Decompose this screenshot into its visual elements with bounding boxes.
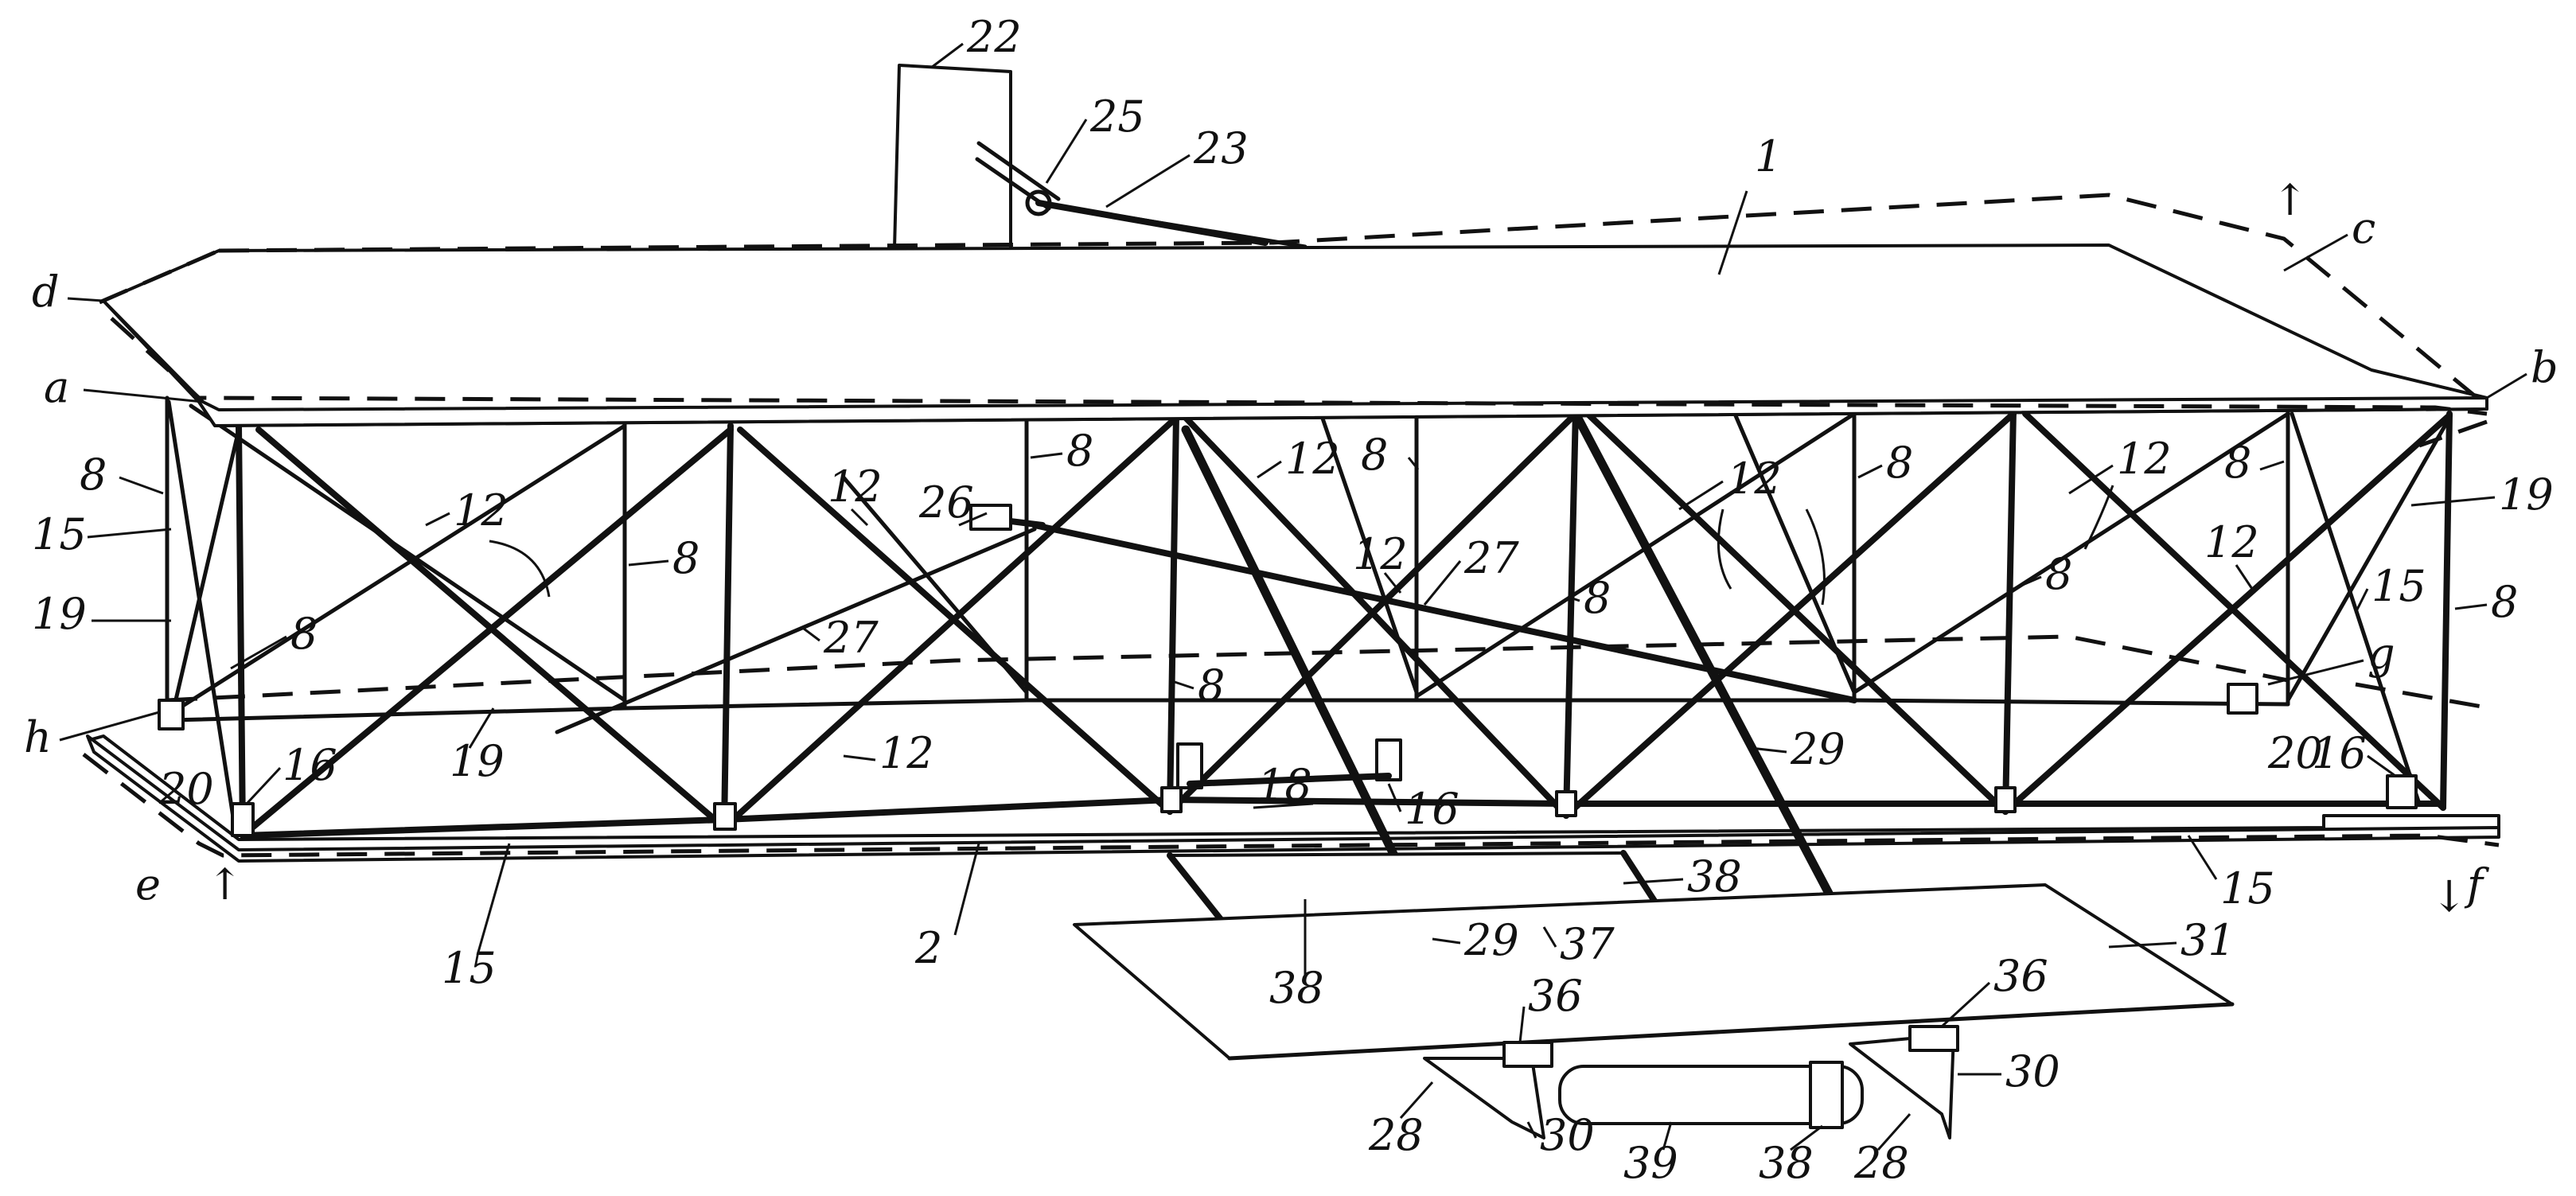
label-12-a: 12 xyxy=(454,485,509,536)
arrow-up-c: ↑ xyxy=(2272,175,2308,225)
label-19-b: 19 xyxy=(450,736,505,786)
label-30-right: 30 xyxy=(2005,1046,2060,1097)
label-38-a: 38 xyxy=(1687,851,1742,902)
label-19-left: 19 xyxy=(32,589,87,639)
label-28-left: 28 xyxy=(1368,1110,1424,1160)
label-36-b: 36 xyxy=(1993,951,2048,1001)
label-2: 2 xyxy=(914,923,942,973)
label-25: 25 xyxy=(1089,92,1145,142)
label-h: h xyxy=(24,712,52,762)
label-12-b: 12 xyxy=(828,462,883,512)
label-12-h: 12 xyxy=(2204,517,2259,567)
label-22: 22 xyxy=(966,12,1022,62)
label-8-b: 8 xyxy=(290,609,318,659)
label-27-b: 27 xyxy=(1463,533,1519,583)
label-a: a xyxy=(44,362,69,412)
front-rudder xyxy=(1073,850,2235,1140)
label-8-left: 8 xyxy=(80,450,107,500)
label-8-d: 8 xyxy=(1066,426,1093,476)
label-c: c xyxy=(2352,203,2375,253)
arrow-up-e: ↑ xyxy=(207,859,243,910)
label-8-h: 8 xyxy=(1886,438,1913,488)
label-16-center: 16 xyxy=(1405,784,1459,834)
label-29-a: 29 xyxy=(1790,724,1845,774)
label-d: d xyxy=(32,267,60,317)
label-29-b: 29 xyxy=(1463,915,1519,965)
label-15-lower-left: 15 xyxy=(442,943,497,993)
label-b: b xyxy=(2531,342,2558,392)
label-20-right: 20 xyxy=(2267,728,2323,778)
label-30-left: 30 xyxy=(1540,1110,1595,1160)
label-26: 26 xyxy=(918,477,974,528)
label-15-right: 15 xyxy=(2371,561,2426,611)
label-27-a: 27 xyxy=(823,613,879,663)
reference-labels: 22 25 23 1 c ↑ d a b 8 15 19 8 h 20 16 e… xyxy=(24,12,2558,1188)
label-38-b: 38 xyxy=(1269,963,1324,1013)
truss xyxy=(165,395,2453,1003)
label-8-c: 8 xyxy=(672,533,700,583)
label-31: 31 xyxy=(2180,915,2235,965)
label-e: e xyxy=(135,859,161,910)
label-19-right: 19 xyxy=(2499,469,2554,520)
label-8-j: 8 xyxy=(2224,438,2251,488)
label-18: 18 xyxy=(1257,760,1312,810)
label-12-d: 12 xyxy=(1285,434,1340,484)
label-15-left: 15 xyxy=(32,509,87,559)
arrow-down-f: ↓ xyxy=(2431,871,2467,921)
label-12-e: 12 xyxy=(1353,529,1408,579)
label-38-c: 38 xyxy=(1759,1138,1814,1188)
lower-surface xyxy=(82,734,2500,863)
label-f: f xyxy=(2464,859,2489,910)
label-39: 39 xyxy=(1623,1138,1678,1188)
label-16-left: 16 xyxy=(283,740,337,790)
label-8-right: 8 xyxy=(2491,577,2518,627)
label-1: 1 xyxy=(1755,131,1782,181)
label-15-lower-right: 15 xyxy=(2220,863,2275,914)
label-37: 37 xyxy=(1560,919,1615,969)
label-36-a: 36 xyxy=(1528,971,1583,1021)
label-20-left: 20 xyxy=(158,764,214,814)
label-16-right: 16 xyxy=(2312,728,2367,778)
label-g: g xyxy=(2368,629,2395,679)
label-8-e: 8 xyxy=(1198,660,1225,711)
label-12-c: 12 xyxy=(879,728,934,778)
label-12-f: 12 xyxy=(1727,454,1782,504)
label-12-g: 12 xyxy=(2117,434,2172,484)
label-23: 23 xyxy=(1193,123,1249,173)
label-8-f: 8 xyxy=(1361,430,1388,480)
label-8-g: 8 xyxy=(1584,573,1611,623)
fittings xyxy=(158,504,2418,837)
label-8-i: 8 xyxy=(2045,549,2072,599)
